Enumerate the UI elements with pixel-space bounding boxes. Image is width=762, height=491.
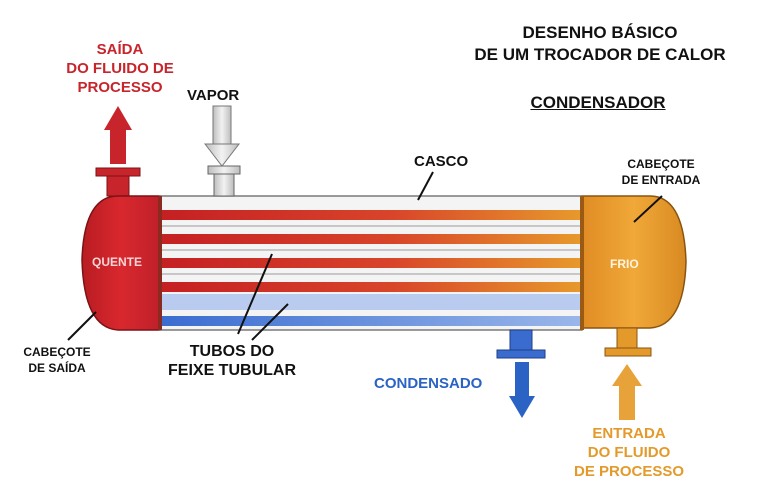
tube-sheet-right xyxy=(580,196,584,330)
outlet-head-label-line-1: CABEÇOTE xyxy=(23,345,91,359)
inlet-head-label-line-1: CABEÇOTE xyxy=(627,157,695,171)
subtitle: CONDENSADOR xyxy=(530,93,666,112)
inlet-head-label-line-2: DE ENTRADA xyxy=(621,173,701,187)
inlet-head-label: CABEÇOTE DE ENTRADA xyxy=(612,156,710,188)
tube xyxy=(160,282,582,292)
tube xyxy=(160,294,582,310)
outlet-label-line-1: SAÍDA xyxy=(96,41,144,58)
outlet-label-line-3: PROCESSO xyxy=(77,79,163,96)
outlet-head-label: CABEÇOTE DE SAÍDA xyxy=(20,344,94,376)
title: DESENHO BÁSICO DE UM TROCADOR DE CALOR xyxy=(470,22,730,66)
hot-label: QUENTE xyxy=(92,255,143,269)
title-line-2: DE UM TROCADOR DE CALOR xyxy=(474,45,726,64)
outlet-label-line-2: DO FLUIDO DE xyxy=(66,60,174,77)
inlet-head xyxy=(581,195,687,329)
outlet-nozzle xyxy=(95,167,141,197)
tube xyxy=(160,258,582,268)
outlet-arrow xyxy=(104,106,132,164)
leader-outlet-head xyxy=(67,311,97,341)
outlet-head-label-line-2: DE SAÍDA xyxy=(28,361,86,375)
vapor-nozzle xyxy=(207,165,241,197)
tube xyxy=(160,234,582,244)
inlet-label-line-2: DO FLUIDO xyxy=(587,444,671,461)
tube xyxy=(160,316,582,326)
tube-sheet-left xyxy=(158,196,162,330)
condensate-label: CONDENSADO xyxy=(374,375,483,392)
vapor-arrow xyxy=(203,105,241,167)
inlet-label: ENTRADA DO FLUIDO DE PROCESSO xyxy=(570,424,688,481)
vapor-label: VAPOR xyxy=(187,87,240,104)
cold-label: FRIO xyxy=(610,257,639,271)
outlet-label: SAÍDA DO FLUIDO DE PROCESSO xyxy=(58,40,182,97)
inlet-arrow xyxy=(612,364,642,420)
shell-label: CASCO xyxy=(414,153,469,170)
tubes-label: TUBOS DO FEIXE TUBULAR xyxy=(158,342,306,380)
title-line-1: DESENHO BÁSICO xyxy=(522,23,678,42)
leader-shell xyxy=(417,171,434,201)
inlet-label-line-3: DE PROCESSO xyxy=(573,463,685,480)
tube-bundle xyxy=(160,210,582,326)
tubes-label-line-2: FEIXE TUBULAR xyxy=(168,362,296,379)
condensate-nozzle xyxy=(496,329,546,359)
tube xyxy=(160,210,582,220)
leader-inlet-head xyxy=(633,195,663,223)
inlet-label-line-1: ENTRADA xyxy=(592,425,666,442)
tubes-label-line-1: TUBOS DO xyxy=(189,343,275,360)
outlet-head xyxy=(81,195,161,331)
inlet-nozzle xyxy=(604,327,652,357)
leader-tubes-1 xyxy=(237,253,273,335)
leader-tubes-2 xyxy=(251,303,289,341)
condensate-arrow xyxy=(509,362,535,418)
